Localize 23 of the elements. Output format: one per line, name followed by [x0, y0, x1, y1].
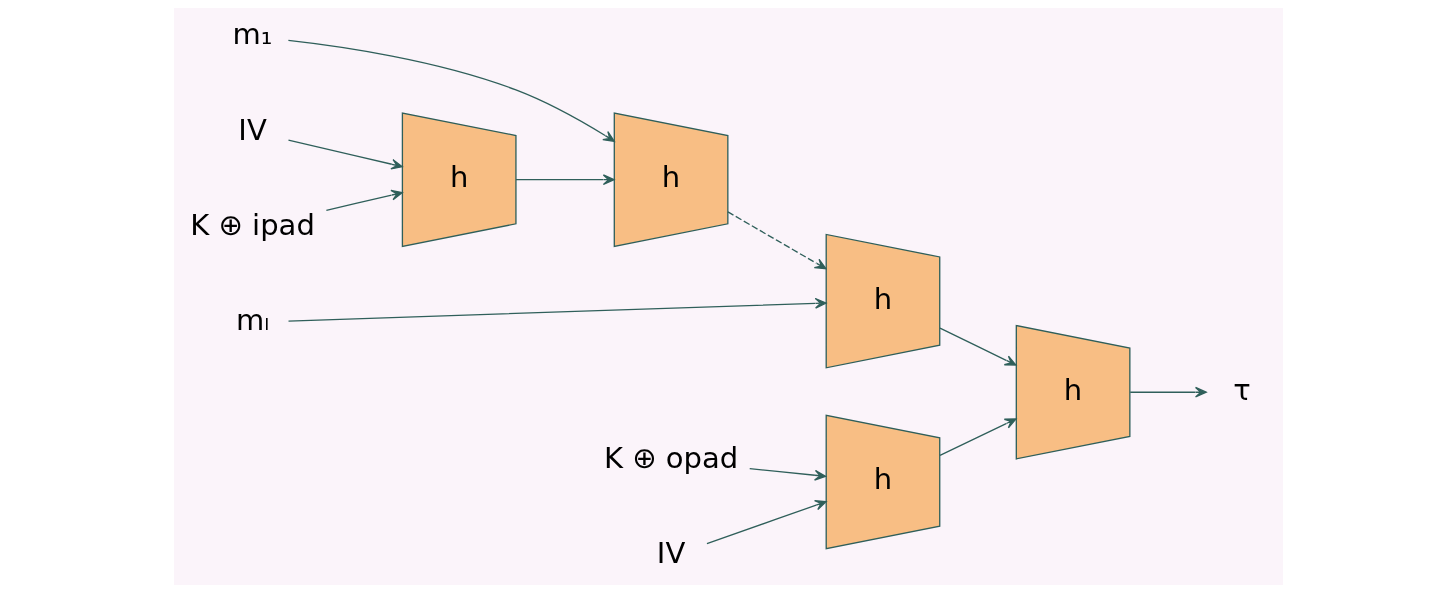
node-box: h — [613, 112, 728, 248]
arrow — [325, 189, 403, 211]
arrow — [748, 468, 826, 481]
node-box: h — [825, 233, 940, 369]
node-text: K ⊕ ipad — [189, 207, 315, 242]
node-text: IV — [237, 112, 267, 147]
node-text: m₁ — [232, 17, 273, 52]
arrow — [287, 139, 403, 170]
node-box: h — [401, 112, 517, 248]
node-text: IV — [656, 536, 685, 571]
arrow — [726, 211, 826, 270]
node-text: τ — [1232, 372, 1251, 407]
node-box: h — [825, 414, 940, 550]
arrow — [938, 327, 1017, 366]
arrow — [287, 297, 827, 322]
arrow — [938, 418, 1017, 456]
arrow — [1129, 386, 1207, 398]
node-box: h — [1015, 324, 1130, 460]
node-text: mₗ — [235, 302, 269, 337]
arrow — [514, 174, 615, 186]
arrow — [705, 499, 827, 545]
arrow — [287, 39, 615, 142]
node-text: K ⊕ opad — [603, 441, 738, 476]
